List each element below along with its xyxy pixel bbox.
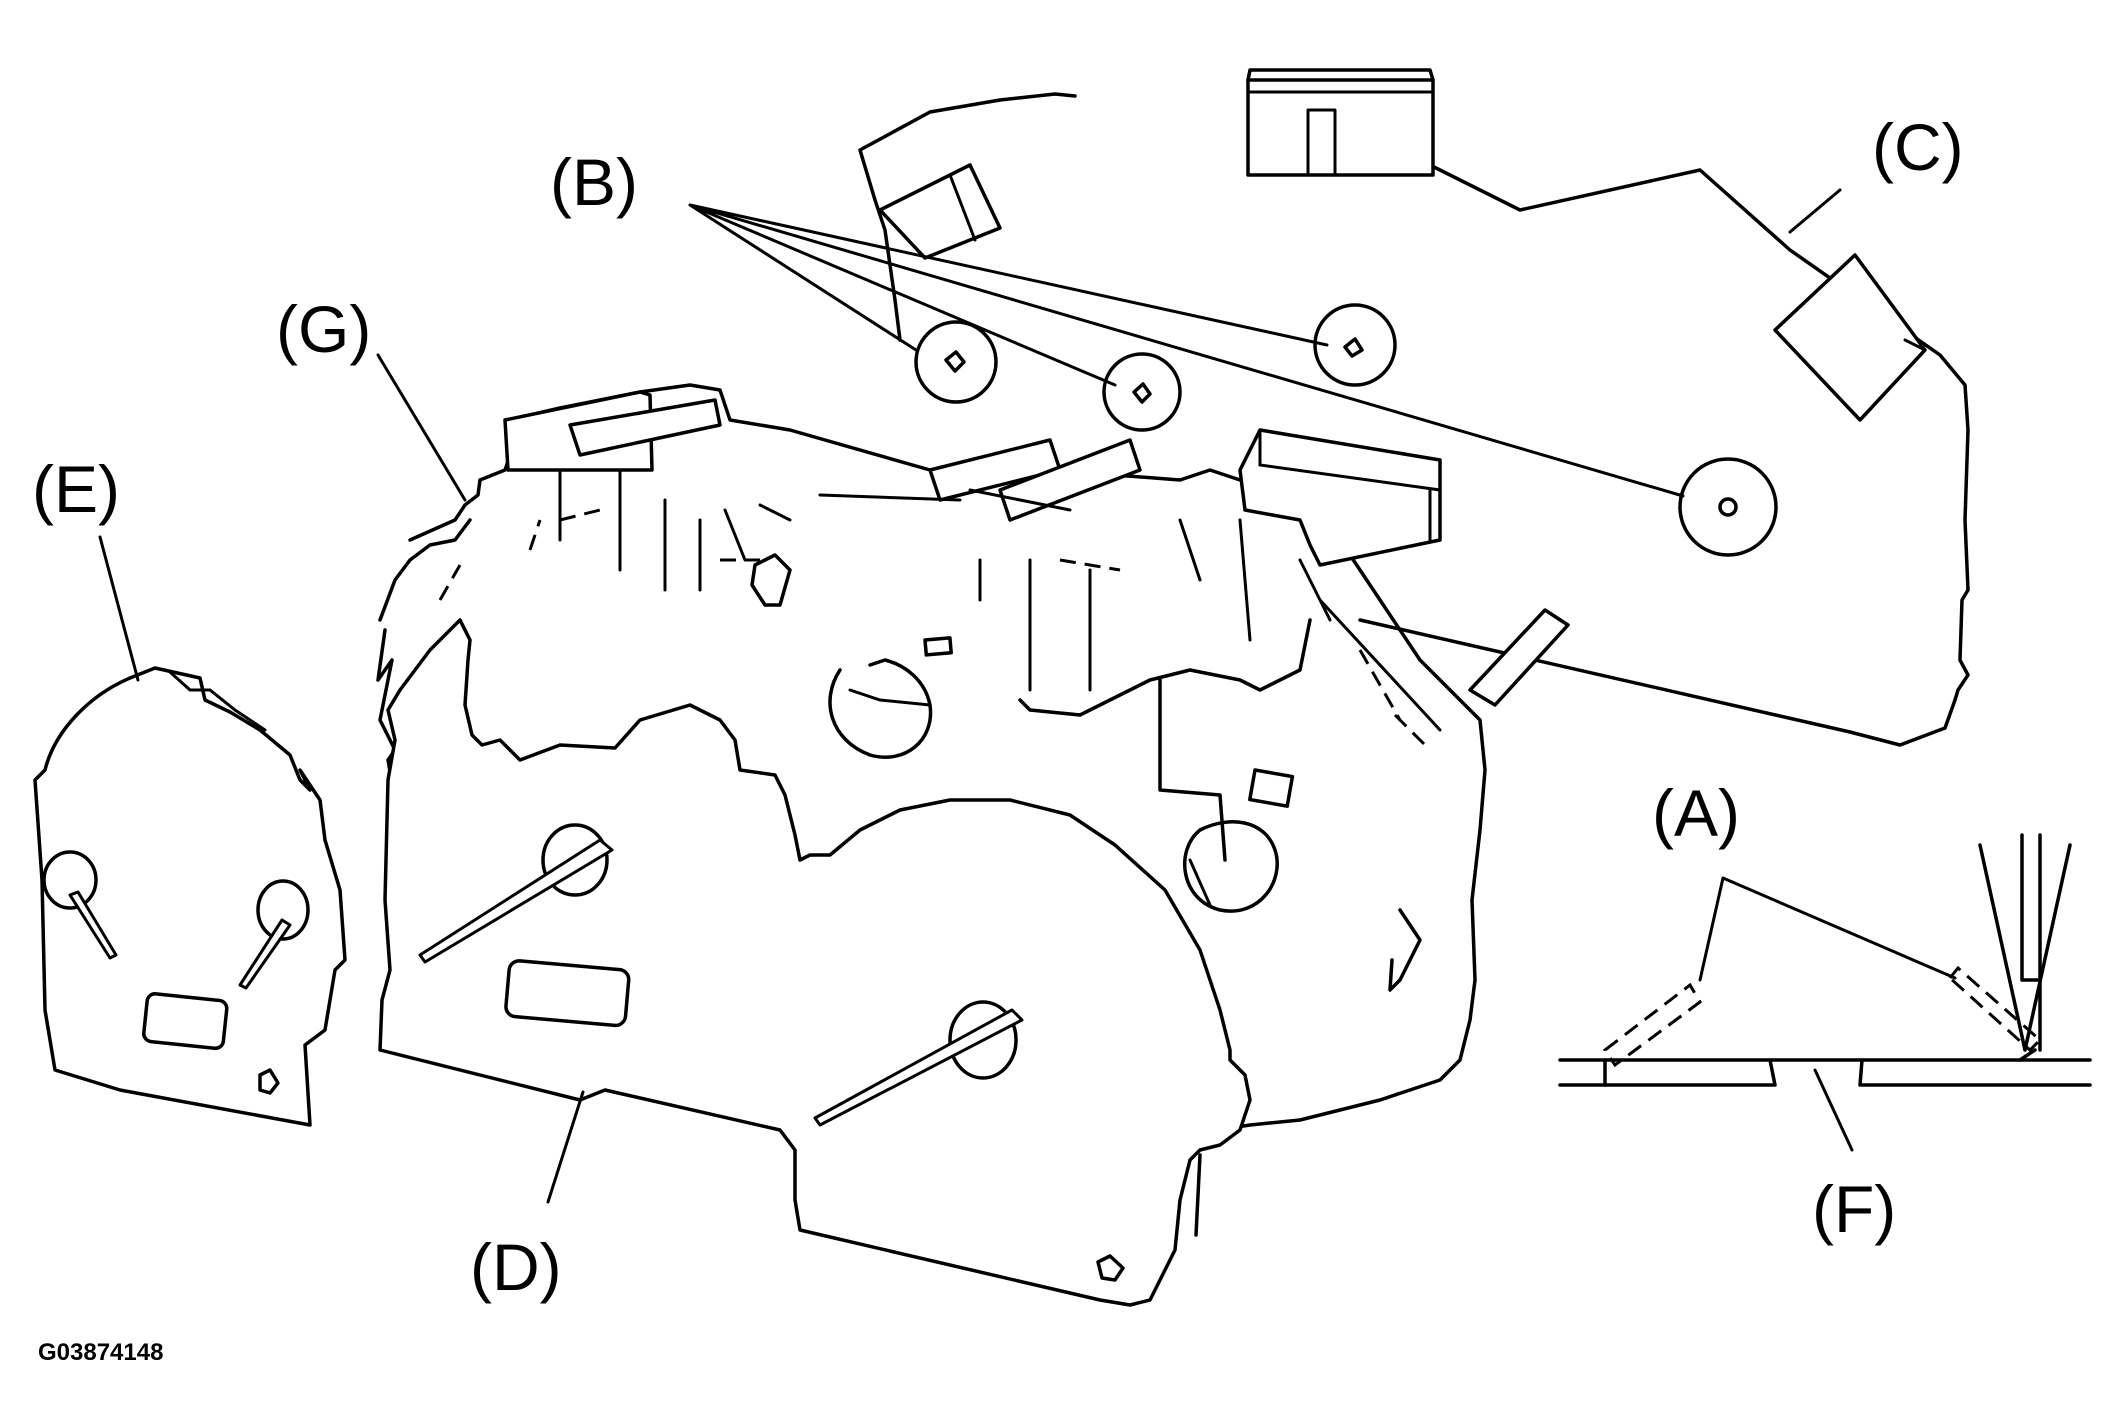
- rear-case-c: [858, 68, 1970, 747]
- tool-arms: [1978, 843, 2072, 1052]
- bulb-socket-2: [1182, 820, 1279, 913]
- lever-start-dashed: [1602, 982, 1702, 1068]
- leader-lines: [98, 188, 1957, 1204]
- left-subgauge-needle: [42, 850, 118, 960]
- label-a: (A): [1652, 776, 1740, 850]
- connector-top: [1246, 78, 1435, 177]
- label-f: (F): [1812, 1172, 1896, 1246]
- small-opening: [750, 553, 792, 607]
- connector-left: [878, 163, 1002, 260]
- bulb-socket-1: [828, 658, 933, 759]
- main-gauge-needle: [813, 1000, 1024, 1127]
- figure-id: G03874148: [38, 1339, 163, 1366]
- connector-right: [1773, 253, 1927, 422]
- slot-4: [998, 438, 1142, 522]
- small-slot: [923, 636, 953, 657]
- tool-shaft: [2020, 833, 2042, 1052]
- pin: [1468, 608, 1570, 707]
- lever-end-dashed: [1947, 965, 2043, 1053]
- small-window: [1248, 768, 1295, 808]
- dial-plate-d: [378, 618, 1252, 1307]
- inset-detail: [1558, 833, 2092, 1087]
- label-c: (C): [1872, 110, 1964, 184]
- screw-2: [1102, 352, 1182, 432]
- left-gauge-needle: [418, 823, 614, 964]
- label-e: (E): [32, 452, 120, 526]
- screw-3: [1313, 303, 1397, 387]
- slot-2: [568, 398, 722, 457]
- sub-display-window: [142, 992, 229, 1051]
- label-g: (G): [276, 292, 371, 366]
- middle-case-g: [376, 383, 1487, 1130]
- screw-4: [1678, 457, 1778, 557]
- sub-mounting-hole: [258, 1068, 280, 1095]
- screw-1: [914, 320, 998, 404]
- top-block: [1238, 428, 1442, 567]
- label-b: (B): [550, 145, 638, 219]
- mounting-hole: [1096, 1254, 1125, 1282]
- display-window: [504, 959, 631, 1028]
- label-d: (D): [470, 1230, 562, 1304]
- sub-plate-e: [33, 666, 347, 1127]
- right-subgauge-needle: [238, 879, 310, 990]
